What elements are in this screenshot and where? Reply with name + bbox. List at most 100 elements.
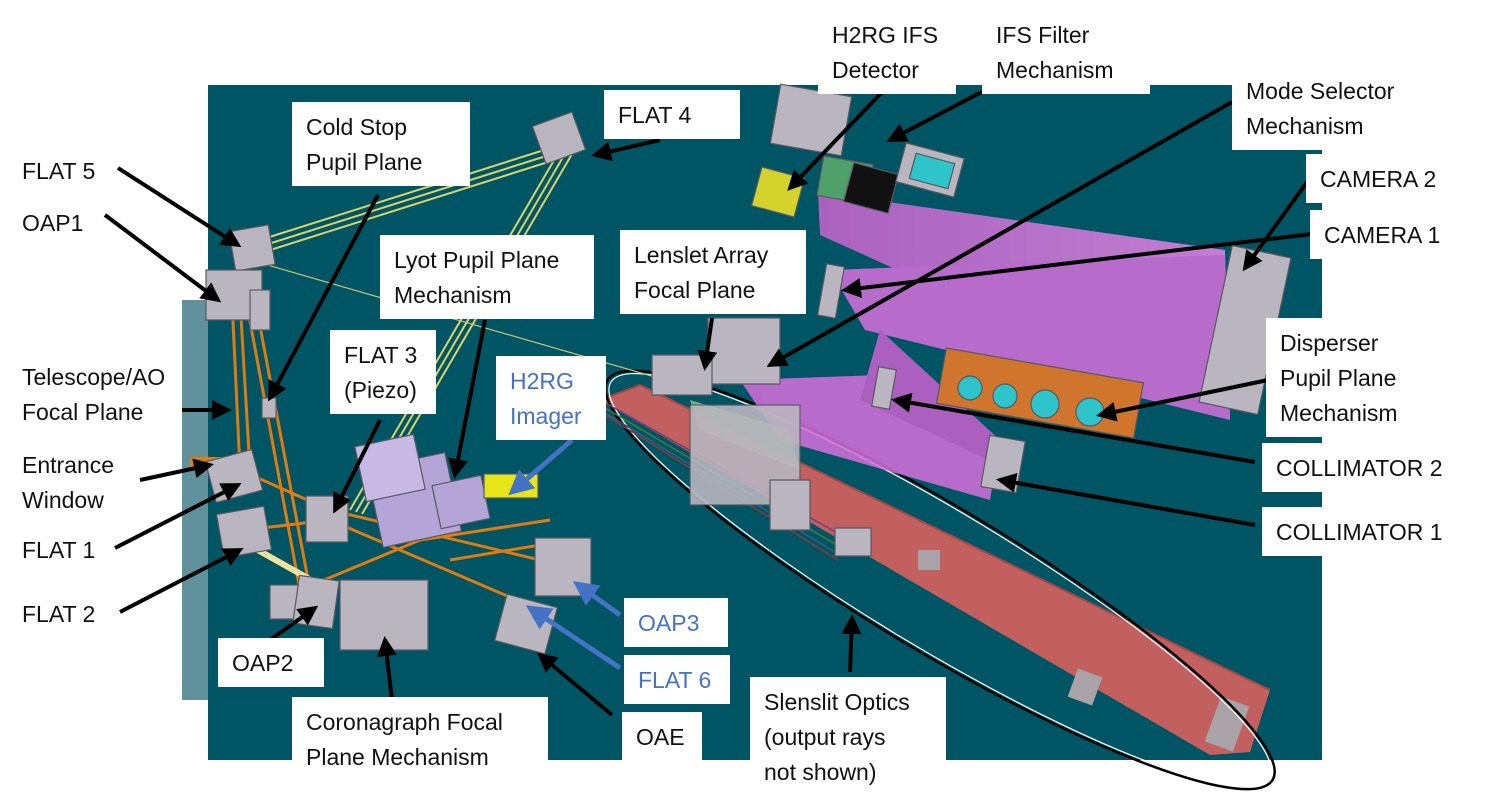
- label-text: FLAT 3: [344, 342, 417, 368]
- label-box: [818, 10, 956, 94]
- label-text: Mechanism: [1246, 113, 1364, 139]
- label-box: [622, 712, 702, 761]
- label-text: Mechanism: [1280, 400, 1398, 426]
- label-box: [8, 525, 112, 574]
- label-h2rg-imager: H2RG Imager: [496, 356, 606, 440]
- magenta-beams: [740, 192, 1230, 500]
- label-text: Slenslit Optics: [764, 689, 910, 715]
- label-text: H2RG: [510, 368, 574, 394]
- label-text: Pupil Plane: [1280, 365, 1396, 391]
- arrow-flat1: [114, 483, 242, 550]
- label-text: FLAT 5: [22, 158, 95, 184]
- label-oap1: OAP1: [8, 198, 98, 247]
- label-text: Focal Plane: [634, 277, 755, 303]
- arrow-entrance-window: [139, 458, 214, 482]
- label-text: Lenslet Array: [634, 242, 769, 268]
- label-box: [1232, 66, 1412, 150]
- label-text: IFS Filter: [996, 22, 1090, 48]
- arrow-camera1: [841, 232, 1313, 299]
- arrow-coronagraph: [376, 636, 397, 701]
- label-box: [982, 10, 1150, 94]
- label-text: Pupil Plane: [306, 149, 422, 175]
- label-text: CAMERA 1: [1324, 222, 1440, 248]
- label-text: OAP1: [22, 210, 83, 236]
- arrow-ifs-filter: [886, 83, 996, 142]
- arrow-disperser: [1096, 378, 1269, 422]
- arrow-oap2: [268, 605, 319, 642]
- label-text: Detector: [832, 57, 919, 83]
- label-flat6: FLAT 6: [624, 655, 730, 704]
- label-text: FLAT 6: [638, 667, 711, 693]
- arrow-flat3: [333, 419, 382, 514]
- arrow-oap1: [103, 213, 222, 303]
- arrow-oap3: [572, 581, 622, 618]
- arrow-h2rg-ifs-detector: [787, 86, 888, 191]
- label-box: [620, 230, 806, 314]
- arrow-camera2: [1242, 176, 1312, 272]
- label-box: [292, 697, 548, 781]
- label-text: Disperser: [1280, 330, 1379, 356]
- label-text: Mechanism: [394, 282, 512, 308]
- label-box: [496, 356, 606, 440]
- label-text: Imager: [510, 403, 582, 429]
- label-box: [624, 598, 728, 647]
- arrow-slenslit: [841, 614, 862, 673]
- label-text: Window: [22, 487, 104, 513]
- arrow-h2rg-imager: [508, 438, 574, 496]
- label-text: FLAT 1: [22, 537, 95, 563]
- label-text: Mechanism: [996, 57, 1114, 83]
- label-box: [1306, 154, 1454, 203]
- optical-mounts: [204, 83, 1292, 655]
- arrow-collimator1: [996, 472, 1256, 527]
- label-text: not shown): [764, 759, 877, 785]
- arrow-mode-selector: [766, 100, 1233, 367]
- label-text: Plane Mechanism: [306, 744, 489, 770]
- label-box: [292, 102, 470, 186]
- label-box: [1262, 507, 1454, 556]
- arrow-flat5: [116, 166, 242, 248]
- label-text: (Piezo): [344, 377, 417, 403]
- label-flat1: FLAT 1: [8, 525, 112, 574]
- label-oae: OAE: [622, 712, 702, 761]
- leader-arrows-blue: [508, 438, 622, 671]
- label-box: [8, 440, 134, 524]
- label-text: Coronagraph Focal: [306, 709, 503, 735]
- label-text: Lyot Pupil Plane: [394, 247, 559, 273]
- label-text: COLLIMATOR 2: [1276, 455, 1443, 481]
- label-text: Focal Plane: [22, 399, 143, 425]
- label-text: FLAT 4: [618, 102, 691, 128]
- label-camera1: CAMERA 1: [1310, 210, 1458, 259]
- arrow-flat2: [119, 548, 244, 614]
- label-text: Entrance: [22, 452, 114, 478]
- label-text: (output rays: [764, 724, 885, 750]
- label-flat5: FLAT 5: [8, 146, 104, 195]
- label-camera2: CAMERA 2: [1306, 154, 1454, 203]
- label-box: [330, 330, 436, 414]
- label-box: [1266, 318, 1440, 437]
- label-box: [8, 198, 98, 247]
- label-box: [8, 352, 182, 436]
- label-flat2: FLAT 2: [8, 589, 118, 638]
- label-text: OAP2: [232, 650, 293, 676]
- arrow-flat6: [525, 605, 622, 671]
- label-flat4: FLAT 4: [604, 90, 740, 139]
- arrow-lenslet: [697, 317, 718, 371]
- label-box: [1310, 210, 1458, 259]
- label-flat3: FLAT 3 (Piezo): [330, 330, 436, 414]
- label-box: [8, 146, 104, 195]
- arrow-lyot: [448, 319, 487, 479]
- label-box: [1262, 443, 1454, 492]
- label-box: [624, 655, 730, 704]
- arrow-flat4: [591, 138, 661, 162]
- label-text: COLLIMATOR 1: [1276, 519, 1443, 545]
- label-box: [8, 589, 118, 638]
